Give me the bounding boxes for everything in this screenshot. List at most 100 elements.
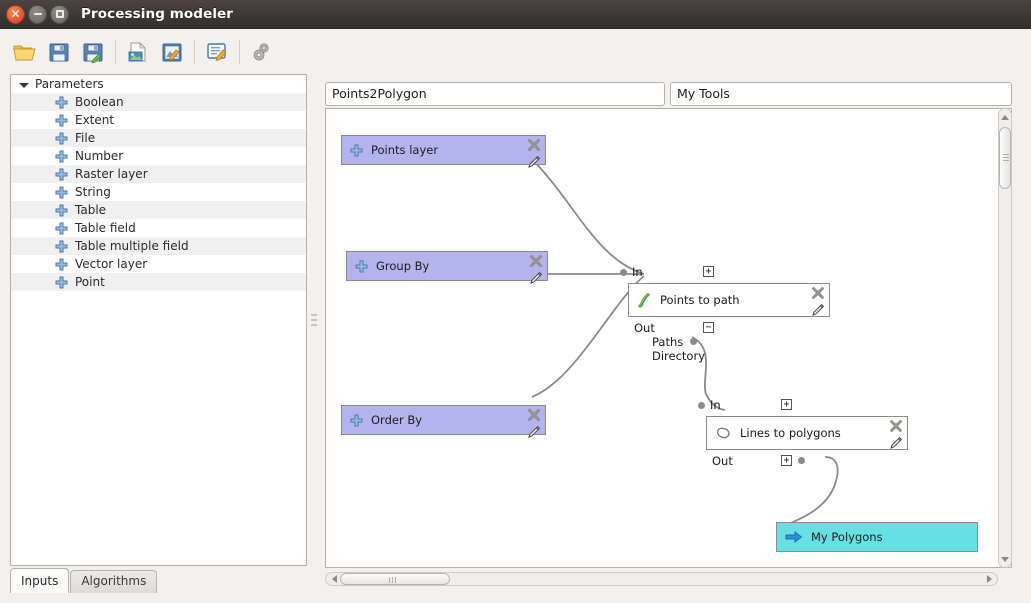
edit-node-icon[interactable] <box>889 436 903 453</box>
toolbar-separator <box>239 39 240 64</box>
tree-item-point[interactable]: Point <box>11 273 306 291</box>
input-port-expander[interactable]: + <box>781 399 792 410</box>
tree-root-label: Parameters <box>35 77 104 91</box>
output-subport-dot-0[interactable] <box>690 338 697 345</box>
connector-points-layer-to-points-to-path <box>530 157 645 275</box>
save-icon[interactable] <box>42 36 76 68</box>
tree-item-label: Table field <box>75 221 136 235</box>
run-model-icon[interactable] <box>245 36 279 68</box>
delete-node-icon[interactable] <box>811 286 825 303</box>
tree-item-vector-layer[interactable]: Vector layer <box>11 255 306 273</box>
tree-item-label: Extent <box>75 113 115 127</box>
tab-inputs[interactable]: Inputs <box>10 568 70 593</box>
tree-item-extent[interactable]: Extent <box>11 111 306 129</box>
maximize-button[interactable] <box>50 4 69 24</box>
plus-icon <box>55 222 68 235</box>
tree-item-raster-layer[interactable]: Raster layer <box>11 165 306 183</box>
edit-help-icon[interactable] <box>200 36 234 68</box>
tree-item-string[interactable]: String <box>11 183 306 201</box>
tree-item-table-field[interactable]: Table field <box>11 219 306 237</box>
window-controls: ✕ <box>6 4 69 24</box>
connector-paths-to-lines-to-polygons <box>691 336 726 411</box>
tree-item-table[interactable]: Table <box>11 201 306 219</box>
tab-algorithms[interactable]: Algorithms <box>70 570 158 593</box>
tree-item-number[interactable]: Number <box>11 147 306 165</box>
delete-node-icon[interactable] <box>529 254 543 271</box>
plus-icon <box>55 96 68 109</box>
model-node-order-by[interactable]: Order By <box>341 405 546 438</box>
save-as-icon[interactable] <box>76 36 110 68</box>
tree-item-file[interactable]: File <box>11 129 306 147</box>
input-port-label: In <box>632 265 643 279</box>
tree-root-parameters[interactable]: Parameters <box>11 75 306 93</box>
toolbar <box>0 29 1031 74</box>
delete-node-icon[interactable] <box>527 408 541 425</box>
model-node-points-layer[interactable]: Points layer <box>341 135 546 168</box>
plus-icon <box>55 186 68 199</box>
scroll-down-icon[interactable] <box>999 552 1011 566</box>
output-port-label: Out <box>712 454 733 468</box>
output-port-dot[interactable] <box>798 457 805 464</box>
plus-icon <box>55 204 68 217</box>
horizontal-scroll-thumb[interactable] <box>340 573 450 585</box>
input-port-expander[interactable]: + <box>703 266 714 277</box>
output-port-label: Out <box>634 321 655 335</box>
scroll-right-icon[interactable] <box>982 573 996 585</box>
model-node-lines-to-polygons[interactable]: Lines to polygons <box>706 416 908 450</box>
plus-icon <box>55 150 68 163</box>
output-arrow-icon <box>785 530 803 544</box>
thumb-grip <box>389 577 396 583</box>
scroll-up-icon[interactable] <box>999 110 1011 124</box>
connector-lines-to-polygons-to-my-polygons <box>780 456 839 528</box>
output-port-expander[interactable]: − <box>703 322 714 333</box>
output-port-expander[interactable]: + <box>781 455 792 466</box>
model-node-my-polygons[interactable]: My Polygons <box>776 522 978 552</box>
delete-node-icon[interactable] <box>889 419 903 436</box>
edit-node-icon[interactable] <box>811 303 825 320</box>
scroll-left-icon[interactable] <box>327 573 341 585</box>
title-bar: ✕ Processing modeler <box>0 0 1031 29</box>
minimize-button[interactable] <box>28 4 47 24</box>
export-python-icon[interactable] <box>155 36 189 68</box>
node-label: Group By <box>376 259 430 273</box>
tree-item-table-multiple-field[interactable]: Table multiple field <box>11 237 306 255</box>
tree-item-label: File <box>75 131 96 145</box>
canvas-vertical-scrollbar[interactable] <box>998 108 1012 568</box>
export-image-icon[interactable] <box>121 36 155 68</box>
splitter-grip <box>311 314 317 326</box>
vertical-scroll-thumb[interactable] <box>999 127 1011 189</box>
group-name-input[interactable]: My Tools <box>670 82 1012 106</box>
plus-icon <box>55 240 68 253</box>
points-to-path-icon <box>637 292 652 308</box>
input-port-dot[interactable] <box>698 402 705 409</box>
thumb-grip <box>1003 154 1009 161</box>
polygon-icon <box>715 426 732 441</box>
node-controls <box>811 286 825 320</box>
plus-icon <box>350 144 363 157</box>
node-label: Order By <box>371 413 423 427</box>
node-label: My Polygons <box>811 530 883 544</box>
node-label: Points layer <box>371 143 439 157</box>
model-node-points-to-path[interactable]: Points to path <box>628 283 830 317</box>
node-controls <box>527 408 541 442</box>
close-button[interactable]: ✕ <box>6 4 25 24</box>
tree-item-boolean[interactable]: Boolean <box>11 93 306 111</box>
tree-item-label: String <box>75 185 111 199</box>
model-node-group-by[interactable]: Group By <box>346 251 548 284</box>
chevron-down-icon[interactable] <box>19 82 29 88</box>
tree-item-label: Number <box>75 149 124 163</box>
edit-node-icon[interactable] <box>529 271 543 288</box>
open-model-icon[interactable] <box>8 36 42 68</box>
edit-node-icon[interactable] <box>527 425 541 442</box>
input-port-dot[interactable] <box>620 269 627 276</box>
canvas-horizontal-scrollbar[interactable] <box>325 572 998 586</box>
plus-icon <box>55 168 68 181</box>
delete-node-icon[interactable] <box>527 138 541 155</box>
model-name-input[interactable]: Points2Polygon <box>325 82 665 106</box>
edit-node-icon[interactable] <box>527 155 541 172</box>
tree-item-label: Raster layer <box>75 167 148 181</box>
panel-splitter[interactable] <box>308 74 320 566</box>
